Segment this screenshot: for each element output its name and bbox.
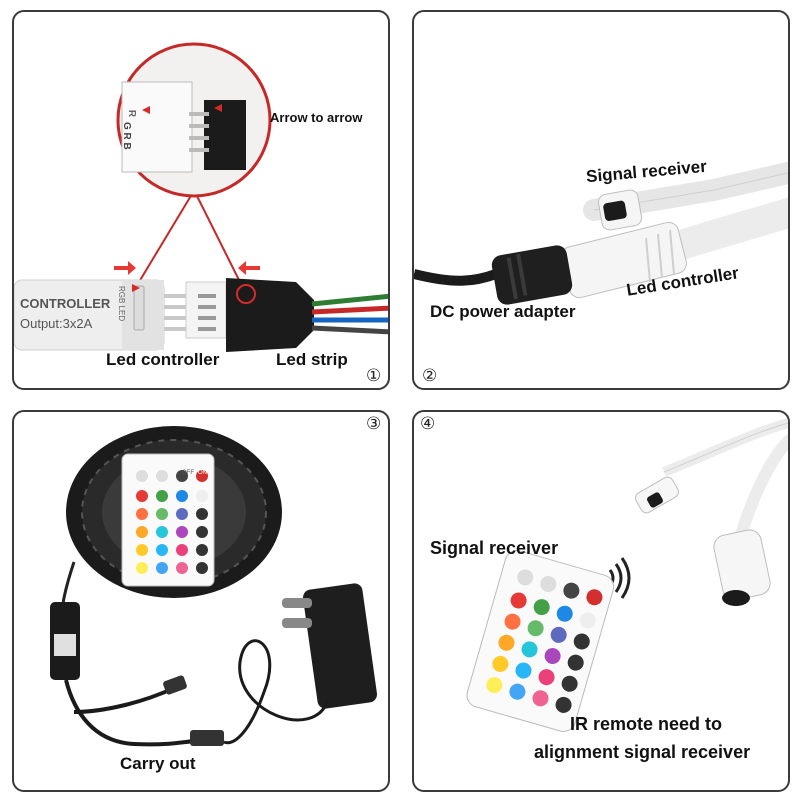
controller-strip-illustration — [14, 42, 388, 352]
panel-ir-remote: Signal receiver IR remote need to alignm… — [412, 410, 790, 792]
panel-number: ② — [422, 366, 438, 386]
on-button-label: ON — [198, 470, 207, 476]
arrow-icon — [238, 261, 260, 275]
signal-receiver-label: Signal receiver — [430, 538, 559, 558]
dc-adapter-label: DC power adapter — [430, 302, 576, 321]
led-strip-label: Led strip — [276, 350, 348, 369]
carry-out-label: Carry out — [120, 754, 196, 773]
panel-kit-contents: OFF ON Carry out ③ — [12, 410, 390, 792]
ir-note-line2: alignment signal receiver — [534, 742, 751, 762]
arrow-icon — [114, 261, 136, 275]
rgb-led-text: RGB LED — [117, 286, 126, 322]
off-button-label: OFF — [182, 470, 194, 476]
panel-number: ③ — [366, 414, 382, 434]
controller-output: Output:3x2A — [20, 316, 93, 331]
ir-note-line1: IR remote need to — [570, 714, 723, 734]
panel-power-connection: Signal receiver Led controller DC power … — [412, 10, 790, 390]
ir-remote — [466, 550, 615, 732]
arrow-callout: Arrow to arrow — [270, 110, 363, 125]
pin-text: G R B — [121, 122, 132, 150]
controller-text: CONTROLLER — [20, 296, 111, 311]
edge-text: R — [126, 109, 138, 118]
panel-led-controller-strip: R G R B Arrow to arrow CONTROLLER Output… — [12, 10, 390, 390]
ir-remote-illustration — [466, 417, 788, 732]
panel-number: ① — [366, 366, 382, 386]
led-controller-label: Led controller — [106, 350, 220, 369]
kit-contents-illustration — [50, 426, 378, 747]
power-connection-illustration — [414, 161, 788, 305]
panel-number: ④ — [420, 414, 436, 434]
